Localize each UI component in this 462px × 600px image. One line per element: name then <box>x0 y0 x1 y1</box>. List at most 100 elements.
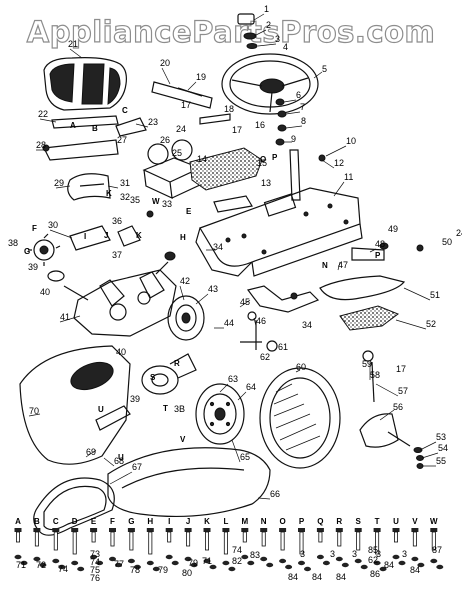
hardware-number: 84 <box>336 572 346 582</box>
callout-55: 55 <box>436 456 446 466</box>
hardware-letter-r: R <box>336 517 342 526</box>
bolt-icon <box>279 528 293 570</box>
callout-9: 9 <box>291 134 296 144</box>
callout-s: S <box>150 373 156 382</box>
bracket-30-drawing <box>69 210 154 251</box>
hardware-number: 76 <box>90 573 100 583</box>
hardware-number: 84 <box>384 560 394 570</box>
callout-o: O <box>260 155 266 164</box>
bracket-29-drawing <box>67 173 111 201</box>
hardware-letter-e: E <box>91 517 97 526</box>
callout-34: 34 <box>213 242 223 252</box>
hardware-letter-h: H <box>147 517 153 526</box>
hardware-letter-d: D <box>72 517 78 526</box>
bolt-icon <box>203 528 217 570</box>
callout-30: 30 <box>48 220 58 230</box>
bolt-icon <box>33 528 47 568</box>
hardware-number: 79 <box>158 565 168 575</box>
callout-21: 21 <box>68 39 78 49</box>
callout-45: 45 <box>240 297 250 307</box>
hardware-number: 77 <box>114 559 124 569</box>
callout-36: 36 <box>112 216 122 226</box>
callout-2: 2 <box>266 20 271 30</box>
callout-u: U <box>98 405 104 414</box>
pad-14-drawing <box>189 147 263 191</box>
bracket-48-drawing <box>351 242 424 261</box>
bolt-icon <box>127 528 141 570</box>
hardware-letter-n: N <box>261 517 267 526</box>
steering-wheel-drawing <box>221 13 319 115</box>
hardware-number: 78 <box>130 565 140 575</box>
hardware-number: 85 <box>368 545 378 555</box>
hardware-letter-t: T <box>375 517 380 526</box>
leader-lines <box>28 13 439 500</box>
bolt-icon <box>430 528 444 570</box>
bolt-icon <box>373 528 387 572</box>
hardware-letter-u: U <box>393 517 399 526</box>
hardware-letter-j: J <box>186 517 190 526</box>
callout-70: 70 <box>29 406 39 416</box>
callout-17: 17 <box>396 364 406 374</box>
main-frame-drawing <box>195 187 363 277</box>
callout-t: T <box>163 404 168 413</box>
callout-17: 17 <box>181 100 191 110</box>
callout-u: U <box>118 453 124 462</box>
callout-p: P <box>375 251 381 260</box>
hardware-number: 71 <box>16 560 26 570</box>
pedal-51-drawing <box>319 275 406 301</box>
callout-43: 43 <box>208 284 218 294</box>
callout-49: 49 <box>388 224 398 234</box>
callout-38: 38 <box>8 238 18 248</box>
hardware-number: 86 <box>370 569 380 579</box>
callout-8: 8 <box>301 116 306 126</box>
callout-20: 20 <box>160 58 170 68</box>
callout-w: W <box>152 197 160 206</box>
hardware-number: 3 <box>402 549 407 559</box>
tire-drawing <box>259 367 341 469</box>
callout-29: 29 <box>54 178 64 188</box>
callout-61: 61 <box>278 342 288 352</box>
callout-e: E <box>186 207 192 216</box>
front-wheel-assembly-drawing <box>359 350 424 469</box>
callout-51: 51 <box>430 290 440 300</box>
callout-25: 25 <box>172 148 182 158</box>
hardware-number: 83 <box>250 550 260 560</box>
callout-v: V <box>180 435 186 444</box>
callout-1: 1 <box>264 4 269 14</box>
hardware-number: 74 <box>90 557 100 567</box>
hardware-number: 72 <box>36 560 46 570</box>
hardware-letter-o: O <box>279 517 285 526</box>
hardware-letter-i: I <box>168 517 170 526</box>
bolt-icon <box>354 528 368 570</box>
hardware-number: 79 <box>188 558 198 568</box>
bolt-icon <box>71 528 85 572</box>
callout-62: 62 <box>260 352 270 362</box>
column-drawing <box>289 149 326 201</box>
hardware-letter-m: M <box>241 517 248 526</box>
transaxle-drawing <box>63 251 177 337</box>
hardware-number: 75 <box>90 565 100 575</box>
callout-59: 59 <box>362 359 372 369</box>
hardware-letter-s: S <box>356 517 362 526</box>
callout-60: 60 <box>296 362 306 372</box>
hardware-number: 3 <box>330 549 335 559</box>
hardware-letter-l: L <box>223 517 228 526</box>
pad-52-drawing <box>339 305 400 331</box>
callout-15: 15 <box>257 158 267 168</box>
callout-67: 67 <box>132 462 142 472</box>
callout-65: 65 <box>240 452 250 462</box>
callout-26: 26 <box>160 135 170 145</box>
callout-k: K <box>106 189 112 198</box>
callout-54: 54 <box>438 443 448 453</box>
fender-66-drawing <box>107 447 271 518</box>
hardware-number: 71 <box>202 556 212 566</box>
callout-19: 19 <box>196 72 206 82</box>
rear-rim-drawing <box>195 383 245 445</box>
callout-j: J <box>104 231 108 240</box>
callout-58: 58 <box>370 370 380 380</box>
bolt-icon <box>335 528 349 568</box>
hardware-letter-a: A <box>15 517 21 526</box>
bolt-icon <box>316 528 330 566</box>
hardware-letter-p: P <box>299 517 305 526</box>
